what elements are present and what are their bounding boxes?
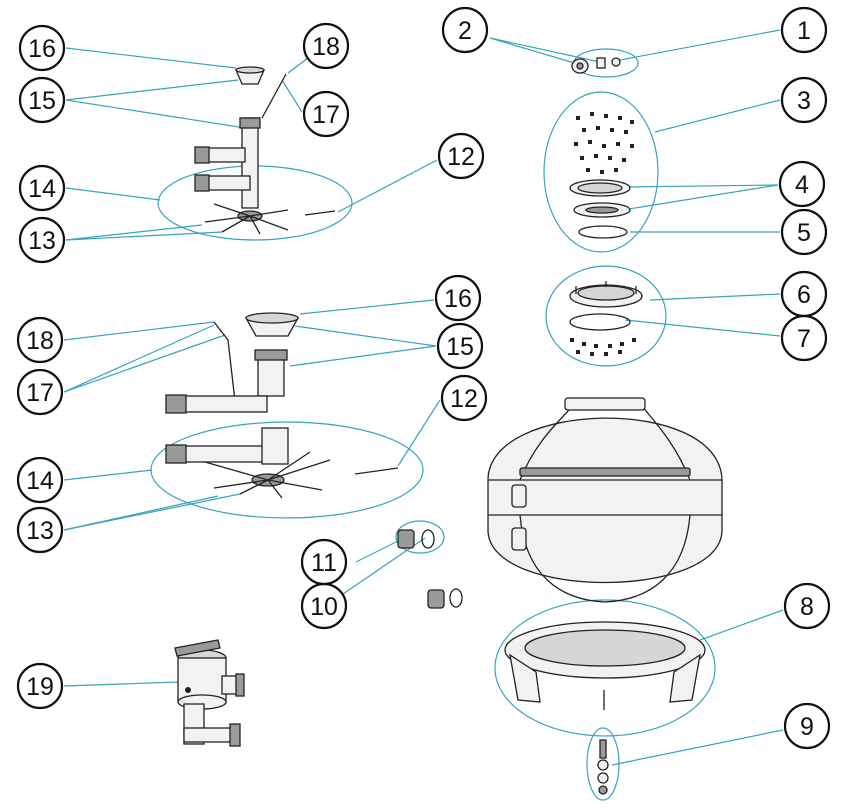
callout-8: 8 [783, 582, 831, 630]
nozzle-dot [604, 114, 608, 118]
callout-5: 5 [780, 208, 828, 256]
svg-text:15: 15 [446, 333, 474, 361]
part-6-bolts [570, 338, 636, 356]
filter-tank [487, 397, 723, 603]
callout-19: 19 [16, 662, 64, 710]
svg-text:19: 19 [26, 673, 54, 701]
callout-17-lower: 17 [16, 368, 64, 416]
nozzle-dot [586, 168, 590, 172]
nozzle-dot [588, 140, 592, 144]
leader-lines [63, 29, 784, 766]
bolt-dot [594, 344, 598, 348]
bolt-dot [608, 344, 612, 348]
svg-text:17: 17 [26, 379, 54, 407]
part-3-nozzles [574, 112, 634, 174]
callout-7: 7 [780, 314, 828, 362]
part-8-base [504, 621, 706, 710]
callout-13-lower: 13 [16, 506, 64, 554]
svg-text:16: 16 [444, 285, 472, 313]
callouts: 1 2 3 4 5 6 7 8 [16, 6, 831, 750]
svg-text:5: 5 [797, 219, 811, 247]
nozzle-dot [600, 170, 604, 174]
nozzle-dot [576, 116, 580, 120]
part-6-7-lid-ring [569, 281, 643, 331]
callout-3: 3 [780, 76, 828, 124]
nozzle-dot [630, 144, 634, 148]
svg-text:16: 16 [28, 35, 56, 63]
callout-1: 1 [780, 6, 828, 54]
svg-text:8: 8 [800, 593, 814, 621]
callout-15-lower: 15 [436, 322, 484, 370]
callout-18-upper: 18 [302, 22, 350, 70]
nozzle-dot [608, 156, 612, 160]
callout-11: 11 [300, 538, 348, 586]
nozzle-dot [616, 142, 620, 146]
callout-14-lower: 14 [16, 456, 64, 504]
part-1-2-fittings [571, 57, 621, 74]
callout-15-upper: 15 [18, 76, 66, 124]
bolt-dot [576, 350, 580, 354]
nozzle-dot [610, 128, 614, 132]
nozzle-dot [618, 116, 622, 120]
callout-16-upper: 16 [18, 24, 66, 72]
part-4-5-rings [569, 179, 631, 239]
svg-text:4: 4 [795, 171, 809, 199]
svg-text:15: 15 [28, 87, 56, 115]
callout-18-lower: 18 [16, 316, 64, 364]
svg-text:7: 7 [797, 325, 811, 353]
bolt-dot [570, 338, 574, 342]
nozzle-dot [602, 144, 606, 148]
callout-17-upper: 17 [302, 90, 350, 138]
callout-9: 9 [783, 702, 831, 750]
callout-14-upper: 14 [18, 164, 66, 212]
svg-text:1: 1 [797, 17, 811, 45]
nozzle-dot [614, 168, 618, 172]
part-10-11-unions [397, 529, 463, 609]
nozzle-dot [624, 130, 628, 134]
callout-16-lower: 16 [434, 274, 482, 322]
part-19-valve [174, 639, 245, 747]
callout-6: 6 [780, 270, 828, 318]
lower-lateral-assembly [165, 312, 399, 499]
bolt-dot [604, 352, 608, 356]
nozzle-dot [582, 128, 586, 132]
bolt-dot [618, 350, 622, 354]
svg-text:10: 10 [310, 593, 338, 621]
nozzle-dot [590, 112, 594, 116]
nozzle-dot [622, 158, 626, 162]
nozzle-dot [596, 126, 600, 130]
svg-text:6: 6 [797, 281, 811, 309]
svg-text:2: 2 [458, 17, 472, 45]
bolt-dot [632, 338, 636, 342]
callout-12-lower: 12 [440, 374, 488, 422]
callout-2: 2 [441, 6, 489, 54]
nozzle-dot [594, 154, 598, 158]
bolt-dot [582, 342, 586, 346]
svg-text:14: 14 [26, 467, 54, 495]
nozzle-dot [630, 120, 634, 124]
svg-text:17: 17 [312, 101, 340, 129]
svg-text:18: 18 [26, 327, 54, 355]
svg-text:14: 14 [28, 175, 56, 203]
svg-text:3: 3 [797, 87, 811, 115]
svg-text:13: 13 [28, 227, 56, 255]
callout-12-upper: 12 [437, 132, 485, 180]
svg-text:11: 11 [311, 549, 337, 577]
bolt-dot [620, 342, 624, 346]
svg-text:13: 13 [26, 517, 54, 545]
callout-13-upper: 13 [18, 216, 66, 264]
nozzle-dot [574, 142, 578, 146]
svg-text:9: 9 [800, 713, 814, 741]
upper-lateral-assembly [194, 66, 336, 235]
callout-10: 10 [300, 582, 348, 630]
svg-text:18: 18 [312, 33, 340, 61]
svg-text:12: 12 [447, 143, 475, 171]
bolt-dot [590, 352, 594, 356]
svg-text:12: 12 [450, 385, 478, 413]
part-9-drain [597, 739, 609, 795]
callout-4: 4 [778, 160, 826, 208]
nozzle-dot [580, 156, 584, 160]
